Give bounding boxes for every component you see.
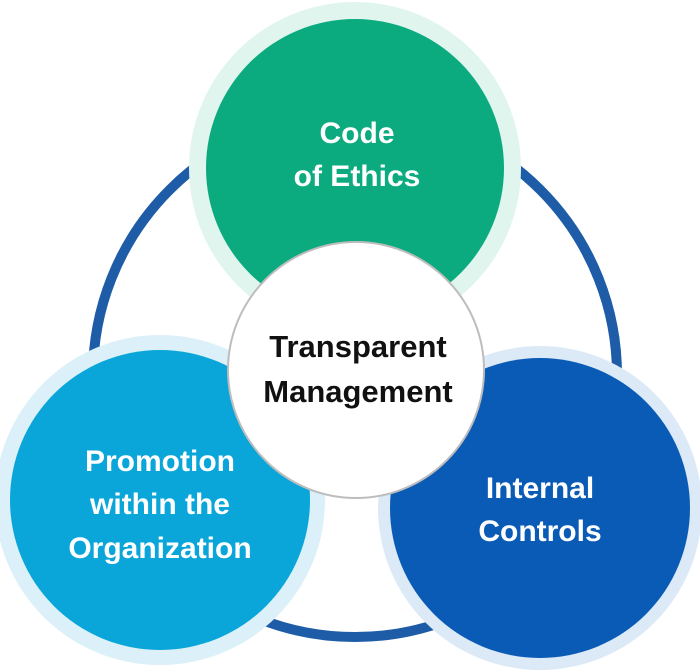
internal-label-line2: Controls [478, 515, 602, 548]
ethics-label-line1: Code [319, 116, 395, 150]
ethics-label-line2: of Ethics [293, 160, 421, 193]
center-label-line1: Transparent [269, 329, 447, 365]
ethics-label: Code of Ethics [207, 100, 507, 210]
center-circle [227, 241, 485, 499]
promotion-label: Promotion within the Organization [10, 430, 310, 580]
promotion-label-line1: Promotion [85, 444, 235, 478]
internal-label-line1: Internal [485, 471, 595, 505]
ethics-circle [206, 19, 504, 317]
promotion-label-line2: within the [90, 488, 230, 522]
internal-label: Internal Controls [390, 455, 690, 565]
center-label: Transparent Management [228, 320, 488, 420]
promotion-label-line3: Organization [68, 531, 252, 565]
center-label-line2: Management [263, 374, 453, 409]
promotion-circle [10, 350, 310, 650]
